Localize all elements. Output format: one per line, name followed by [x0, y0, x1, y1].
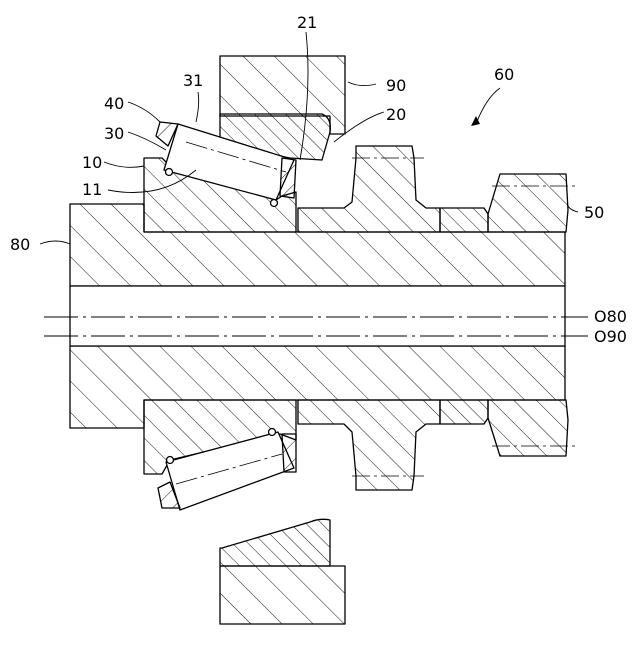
ring-50-lower [488, 400, 576, 456]
label-90: 90 [386, 76, 406, 95]
label-80: 80 [10, 235, 30, 254]
gear-60-lower [298, 400, 440, 490]
label-60: 60 [494, 65, 514, 84]
shaft-80 [70, 204, 565, 428]
label-O80: O80 [594, 307, 627, 326]
label-O90: O90 [594, 327, 627, 346]
label-31: 31 [183, 71, 203, 90]
label-30: 30 [104, 124, 124, 143]
ring-50-upper [488, 174, 576, 232]
label-40: 40 [104, 94, 124, 113]
label-20: 20 [386, 105, 406, 124]
label-50: 50 [584, 203, 604, 222]
label-21: 21 [297, 13, 317, 32]
label-10: 10 [82, 153, 102, 172]
label-11: 11 [82, 180, 102, 199]
